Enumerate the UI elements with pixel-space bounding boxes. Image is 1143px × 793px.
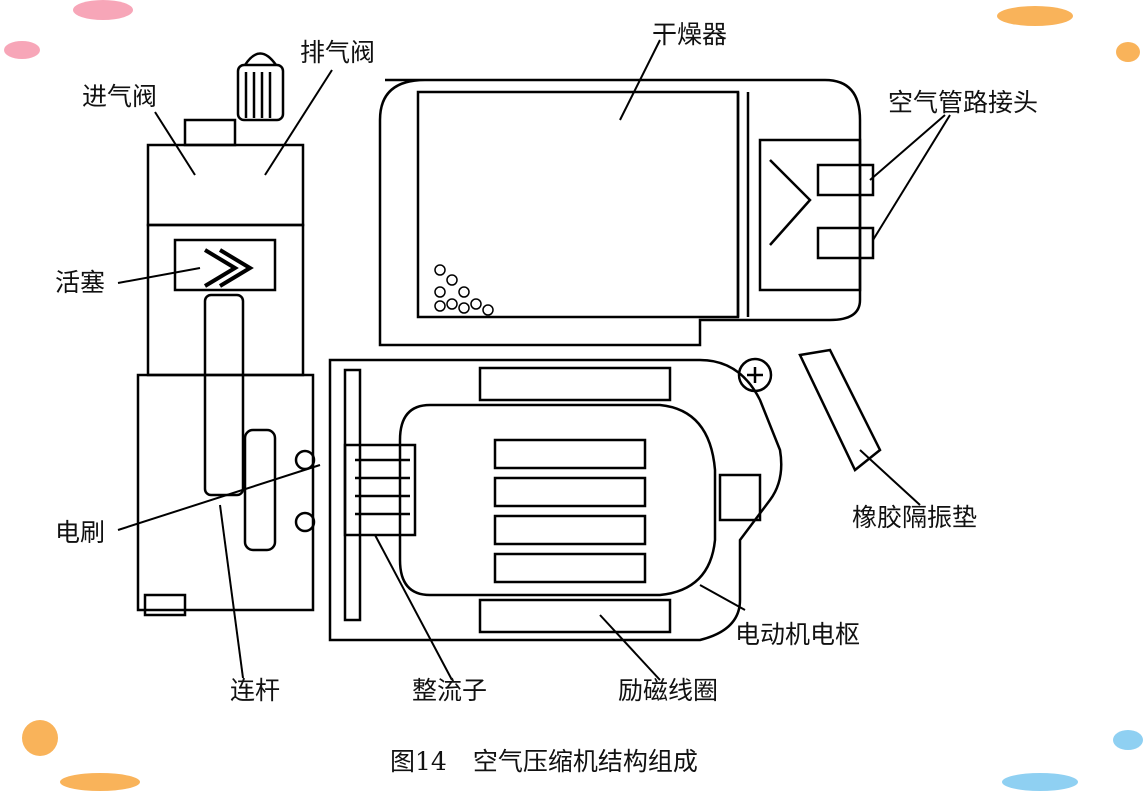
connector-upper (816, 163, 875, 197)
orange-blob-bottom-left (22, 720, 58, 756)
valve-block (146, 143, 305, 227)
label-air-line-connector: 空气管路接头 (888, 88, 1039, 117)
label-commutator: 整流子 (412, 676, 488, 705)
dryer-cartridge (416, 90, 740, 319)
piston-body (173, 238, 277, 292)
label-rubber-isolation-pad: 橡胶隔振垫 (852, 503, 978, 532)
rubber-pad-shape (798, 348, 882, 472)
dryer-housing (378, 78, 862, 347)
figure-caption: 图14 空气压缩机结构组成 (390, 742, 698, 778)
bearing-upper (294, 449, 316, 471)
connector-lower (816, 226, 875, 260)
exhaust-knob (236, 63, 285, 122)
label-dryer: 干燥器 (652, 20, 728, 49)
connector-housing (758, 138, 862, 292)
desiccant-pellets (434, 264, 494, 316)
label-brush: 电刷 (55, 518, 106, 547)
valve-cap (183, 118, 237, 147)
orange-blob-bottom-left-2 (60, 773, 140, 791)
figure-title: 空气压缩机结构组成 (472, 747, 698, 776)
figure-number: 图14 (390, 747, 447, 776)
motor-housing (328, 358, 783, 642)
field-coil-upper (478, 366, 672, 402)
blue-blob-bottom-right (1002, 773, 1078, 791)
armature-outline (398, 403, 717, 597)
cylinder (146, 223, 305, 377)
pink-blob-left (4, 41, 40, 59)
pink-blob-top-left (73, 0, 133, 20)
label-intake-valve: 进气阀 (82, 82, 158, 111)
piston-chevron (203, 248, 254, 288)
label-exhaust-valve: 排气阀 (300, 38, 376, 67)
field-coil-lower (478, 598, 672, 634)
label-piston: 活塞 (55, 268, 106, 297)
blue-blob-right (1113, 730, 1143, 750)
shaft-end (718, 473, 762, 522)
leader-lines (117, 39, 951, 681)
orange-blob-right (1116, 42, 1140, 62)
label-motor-armature: 电动机电枢 (735, 620, 861, 649)
bearing-lower (294, 511, 316, 533)
commutator-shape (343, 443, 417, 537)
exhaust-knob-dome (243, 52, 278, 66)
label-connecting-rod: 连杆 (230, 676, 281, 705)
label-field-coil: 励磁线圈 (618, 676, 719, 705)
orange-blob-top-right (997, 6, 1073, 26)
mount-screw (737, 357, 773, 393)
crankcase (136, 373, 315, 612)
connecting-rod-shape (203, 293, 245, 497)
